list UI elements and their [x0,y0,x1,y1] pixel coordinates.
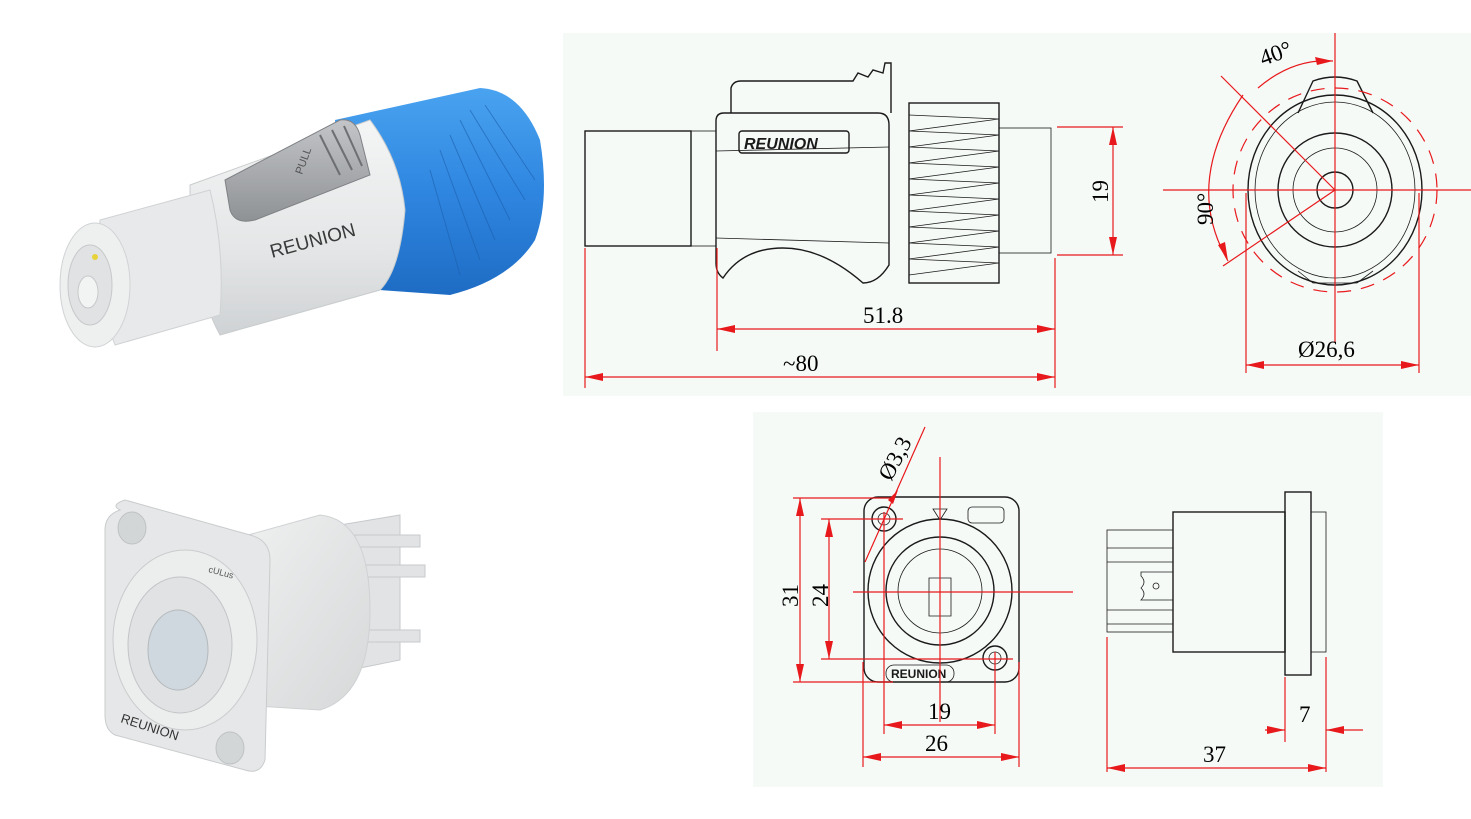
dim-flange-width: 26 [925,731,948,756]
dim-tail-diameter: 19 [1088,180,1113,203]
dim-end-diameter: Ø26,6 [1298,337,1355,362]
cable-connector-render: PULL REUNION [40,80,560,370]
front-view-brand-text: REUNION [891,667,946,681]
dim-hole-spacing-vertical: 24 [808,584,833,608]
dim-overall-length: ~80 [783,351,818,376]
panel-connector-side-view [1106,491,1327,676]
cable-connector-drawing-panel: REUNION ~80 51.8 19 [563,33,1471,396]
dim-angle-top: 40° [1256,36,1295,71]
dim-hole-spacing-horizontal: 19 [928,699,951,724]
dim-overall-depth: 37 [1203,742,1226,767]
panel-connector-render: cULus REUNION [80,460,460,780]
dim-body-length: 51.8 [863,303,903,328]
dim-front-depth: 7 [1299,702,1311,727]
dim-hole-diameter: Ø3,3 [873,433,916,485]
panel-connector-drawing-panel: REUNION 31 24 19 [753,412,1383,787]
cable-connector-side-view: REUNION [584,62,1052,284]
dim-angle-left: 90° [1193,193,1218,225]
cable-connector-end-view: 40° 90° Ø26,6 [1163,33,1471,373]
dim-flange-height: 31 [778,584,803,607]
panel-connector-front-view: REUNION [863,496,1020,683]
